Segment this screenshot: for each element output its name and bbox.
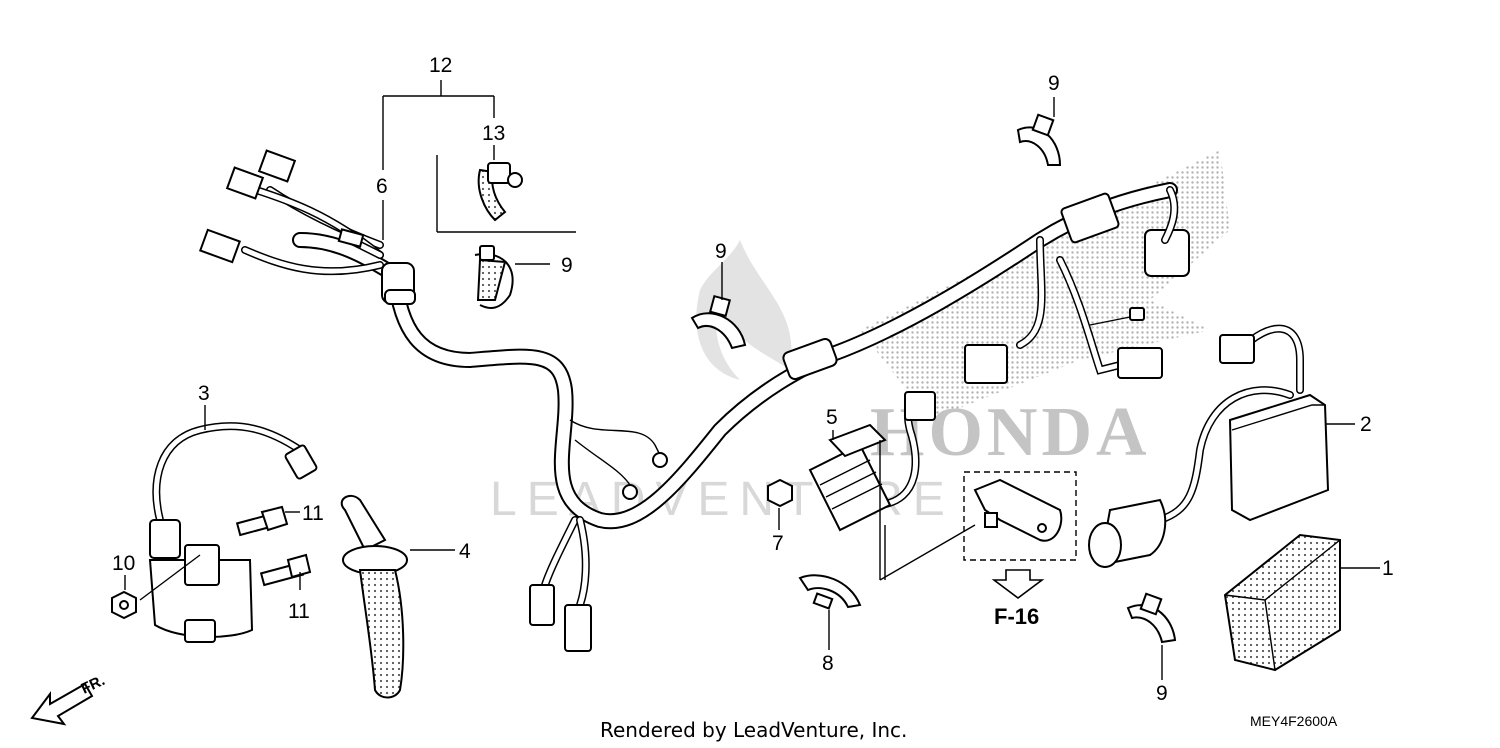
flange-nut-10[interactable]: [111, 590, 137, 620]
callout-12: 12: [429, 54, 452, 77]
band-clamp-13[interactable]: [477, 162, 523, 222]
ignition-coil[interactable]: [148, 422, 318, 643]
callout-9-center: 9: [715, 240, 727, 263]
callout-labels: 1 2 3 4 5 6 7 8 9 9 9 9 10 11 11 12 13: [112, 54, 1394, 705]
nut-7[interactable]: [767, 478, 793, 508]
callout-8: 8: [822, 652, 834, 675]
callout-2: 2: [1360, 413, 1372, 436]
front-label: FR.: [79, 672, 108, 698]
callout-7: 7: [772, 532, 784, 555]
module-case[interactable]: [1223, 533, 1341, 672]
front-direction-indicator: FR.: [30, 672, 108, 726]
callout-1: 1: [1382, 557, 1394, 580]
front-arrow-icon: [30, 682, 94, 726]
band-clamp-9-center[interactable]: [690, 294, 747, 350]
band-clamp-9-left[interactable]: [474, 245, 514, 309]
flange-bolt-11-lower[interactable]: [259, 553, 312, 587]
callout-6: 6: [376, 175, 388, 198]
band-clamp-8[interactable]: [798, 574, 862, 610]
callout-11-lower: 11: [288, 600, 310, 623]
callout-9-bottom-right: 9: [1156, 682, 1168, 705]
mounting-bracket[interactable]: [973, 478, 1063, 542]
watermark-flame-icon: [696, 240, 792, 380]
band-clamp-9-top-right[interactable]: [1016, 113, 1062, 166]
main-wire-harness[interactable]: [198, 149, 1190, 652]
reference-arrow-icon: [991, 569, 1045, 599]
callout-11-upper: 11: [302, 502, 324, 525]
figure-reference[interactable]: F-16: [994, 604, 1039, 629]
callout-4: 4: [459, 540, 471, 563]
flange-bolt-11-upper[interactable]: [235, 505, 289, 537]
callout-3: 3: [198, 382, 210, 405]
callout-5: 5: [826, 406, 838, 429]
ignition-control-module[interactable]: [1088, 324, 1330, 568]
callout-9-left: 9: [561, 254, 573, 277]
diagram-code: MEY4F2600A: [1250, 713, 1338, 729]
bracket-reference-box: [963, 471, 1077, 561]
regulator-rectifier[interactable]: [808, 391, 936, 532]
callout-13: 13: [482, 122, 505, 145]
credit-text: Rendered by LeadVenture, Inc.: [600, 718, 907, 742]
band-clamp-9-bottom-right[interactable]: [1126, 592, 1177, 644]
callout-9-top-right: 9: [1048, 72, 1060, 95]
callout-10: 10: [112, 552, 135, 575]
spark-plug-cap[interactable]: [340, 494, 408, 699]
leader-lines: [124, 80, 1380, 680]
